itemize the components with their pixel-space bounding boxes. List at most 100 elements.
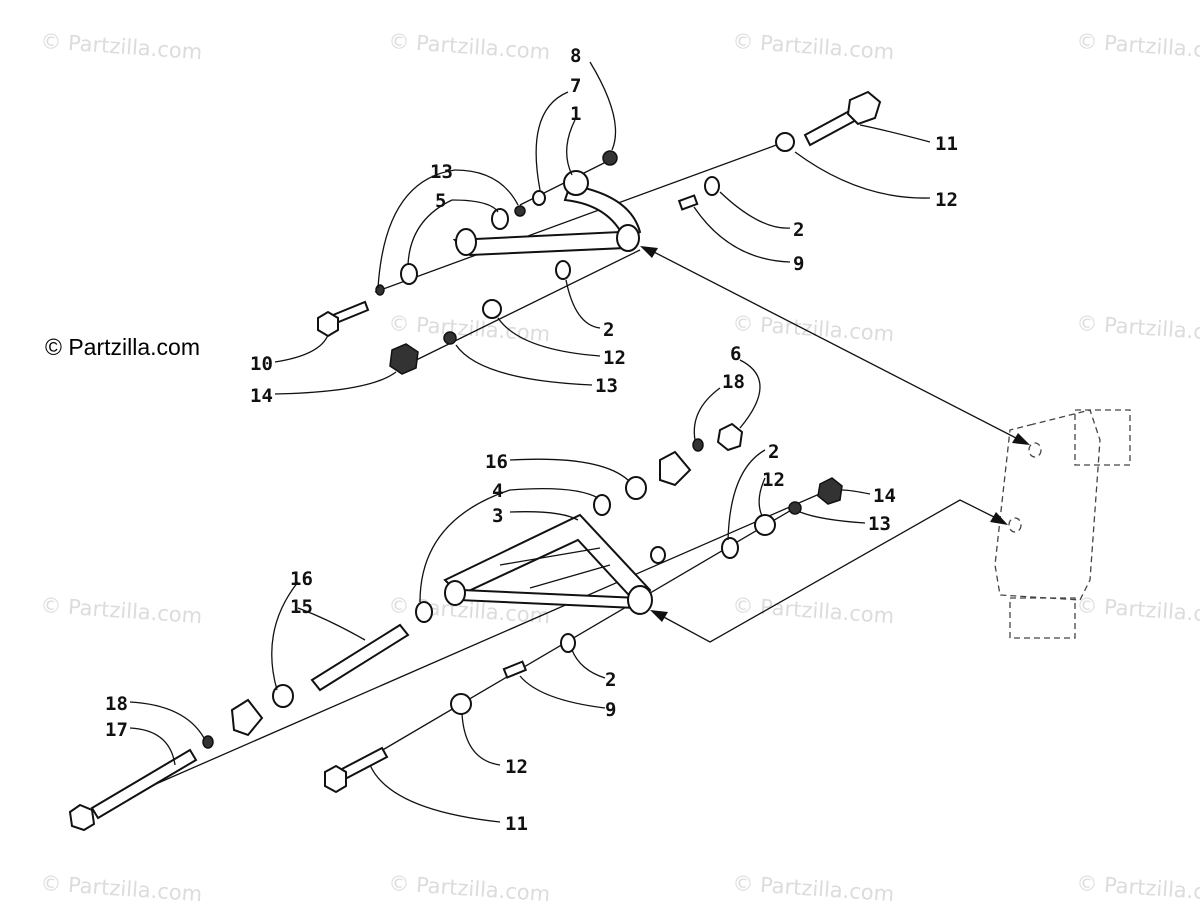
- callout-label: 12: [762, 469, 785, 491]
- bolt-part-11-lower-shank: [338, 746, 389, 781]
- washer-part-13-upper: [514, 205, 526, 217]
- bushing-part-16-lower: [272, 684, 294, 708]
- bolt-part-10-head: [317, 310, 339, 338]
- callout-label: 2: [793, 219, 804, 241]
- watermark: © Partzilla.com: [1076, 29, 1200, 64]
- washer-part-13-left: [375, 284, 385, 296]
- shaft-part-15: [310, 623, 410, 692]
- a-arm-bushing-right: [627, 585, 653, 615]
- callout-label: 3: [492, 505, 503, 527]
- lower-connection-line: [659, 499, 1001, 643]
- callout-label: 6: [730, 343, 741, 365]
- watermark: © Partzilla.com: [40, 593, 203, 628]
- watermark: © Partzilla.com: [40, 871, 203, 906]
- nut-part-6: [716, 422, 744, 452]
- upper-axis-line: [374, 139, 791, 293]
- a-arm-brace: [529, 564, 611, 589]
- callout-label: 18: [722, 371, 745, 393]
- leader-line: [129, 727, 176, 766]
- leader-line: [274, 334, 329, 363]
- spindle-outline: [994, 409, 1131, 639]
- leader-line: [566, 119, 576, 176]
- callout-label: 11: [505, 813, 528, 835]
- bushing-part-5-left: [400, 263, 418, 285]
- bushing-part-5-right: [491, 208, 509, 230]
- watermark: © Partzilla.com: [732, 311, 895, 346]
- washer-part-12-lower: [482, 299, 502, 319]
- watermark: © Partzilla.com: [1076, 593, 1200, 628]
- leader-line: [461, 713, 501, 766]
- leader-line: [841, 489, 871, 495]
- callout-label: 18: [105, 693, 128, 715]
- bracket-plate-upper: [659, 450, 692, 487]
- callout-label: 14: [250, 385, 273, 407]
- spacer-part-2-upper: [704, 176, 720, 196]
- bracket-plate-lower: [230, 698, 264, 737]
- spindle-lower-hole: [1008, 517, 1022, 533]
- upper-arm-bushing-left: [455, 228, 477, 256]
- spindle-body: [994, 409, 1101, 601]
- leader-line: [565, 279, 601, 329]
- nut-part-14-upper: [389, 343, 419, 375]
- leader-line: [794, 151, 931, 199]
- callout-label: 13: [595, 375, 618, 397]
- a-arm-stud: [650, 546, 666, 564]
- bolt-part-11-head: [846, 90, 882, 126]
- callout-label: 1: [570, 103, 581, 125]
- callout-numbers: 8 7 1 11 12 13 5 2 9 2 12 13 10 14 6 18 …: [105, 45, 958, 835]
- spacer-part-2-lower: [555, 260, 571, 280]
- leader-line: [509, 487, 599, 499]
- callout-label: 15: [290, 596, 313, 618]
- leader-line: [407, 199, 453, 266]
- callout-label: 9: [793, 253, 804, 275]
- callout-label: 12: [505, 756, 528, 778]
- watermark: © Partzilla.com: [388, 311, 551, 346]
- leader-line: [719, 191, 791, 229]
- watermark-layer: © Partzilla.com © Partzilla.com © Partzi…: [40, 29, 1200, 906]
- leader-line: [454, 169, 519, 206]
- washer-part-12-right: [754, 514, 776, 536]
- callout-label: 12: [935, 189, 958, 211]
- leader-line: [859, 124, 931, 143]
- nut-part-14-lower: [817, 477, 843, 505]
- leader-line: [129, 701, 205, 739]
- leader-lines: [129, 61, 931, 823]
- washer-part-12-lower-bolt: [450, 693, 472, 715]
- upper-arm-bushing-right: [616, 224, 640, 252]
- watermark: © Partzilla.com: [732, 593, 895, 628]
- spindle-top-mount: [1074, 409, 1131, 466]
- upper-control-arm-assembly: [317, 90, 882, 375]
- leader-line: [758, 477, 766, 517]
- a-arm-bushing-left: [444, 580, 466, 606]
- callout-label: 8: [570, 45, 581, 67]
- bolt-part-17-shank: [90, 748, 198, 820]
- leader-line: [274, 371, 397, 395]
- leader-line: [693, 206, 791, 263]
- lower-control-arm-assembly: [68, 422, 843, 832]
- leader-line: [497, 317, 601, 357]
- callout-label: 2: [605, 669, 616, 691]
- leader-line: [419, 489, 511, 603]
- arrow-head: [990, 512, 1008, 525]
- watermark: © Partzilla.com: [40, 29, 203, 64]
- spacer-part-2-right: [721, 537, 739, 559]
- callout-label: 5: [435, 190, 446, 212]
- a-arm-brace: [499, 547, 601, 566]
- leader-line: [451, 199, 499, 213]
- leader-line: [455, 344, 593, 386]
- callout-label: 16: [485, 451, 508, 473]
- callout-label: 12: [603, 347, 626, 369]
- callout-label: 17: [105, 719, 128, 741]
- upper-arm-ball-joint: [563, 170, 589, 196]
- spindle-bottom-mount: [1009, 597, 1076, 639]
- leader-line: [799, 511, 866, 524]
- lower-axis-line: [399, 249, 641, 369]
- spindle-upper-hole: [1028, 442, 1042, 458]
- callout-label: 16: [290, 568, 313, 590]
- watermark: © Partzilla.com: [732, 871, 895, 906]
- leader-line: [727, 449, 766, 541]
- watermark: © Partzilla.com: [1076, 311, 1200, 346]
- lower-long-axis: [84, 484, 841, 816]
